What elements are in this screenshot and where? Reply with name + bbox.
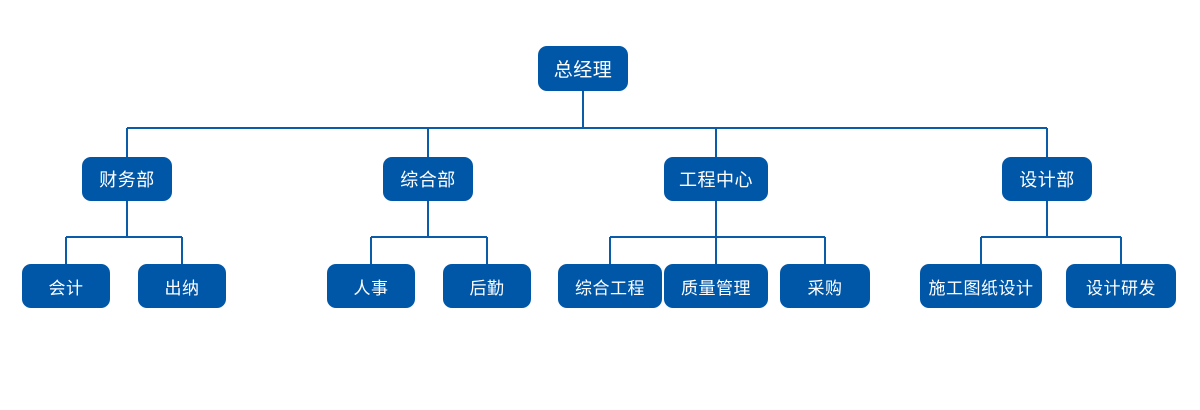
org-node-label: 设计研发 (1086, 278, 1156, 298)
org-node-procurement[interactable]: 采购 (780, 264, 870, 308)
org-node-root[interactable]: 总经理 (538, 46, 628, 91)
org-node-construction-drawing-design[interactable]: 施工图纸设计 (920, 264, 1042, 308)
org-node-hr[interactable]: 人事 (327, 264, 415, 308)
org-node-label: 设计部 (1019, 170, 1075, 190)
org-node-design-rd[interactable]: 设计研发 (1066, 264, 1176, 308)
org-node-label: 后勤 (469, 278, 505, 298)
org-node-cashier[interactable]: 出纳 (138, 264, 226, 308)
org-node-quality-management[interactable]: 质量管理 (664, 264, 768, 308)
org-node-general-engineering[interactable]: 综合工程 (558, 264, 662, 308)
org-node-label: 人事 (353, 278, 389, 298)
org-node-logistics[interactable]: 后勤 (443, 264, 531, 308)
org-node-label: 出纳 (164, 278, 200, 298)
org-node-label: 总经理 (553, 60, 613, 81)
org-node-label: 财务部 (99, 170, 155, 190)
org-node-finance[interactable]: 财务部 (82, 157, 172, 201)
org-node-label: 会计 (48, 278, 84, 298)
org-node-design[interactable]: 设计部 (1002, 157, 1092, 201)
org-node-accounting[interactable]: 会计 (22, 264, 110, 308)
org-node-label: 综合工程 (575, 278, 645, 298)
org-node-engineering-center[interactable]: 工程中心 (664, 157, 768, 201)
org-node-label: 工程中心 (679, 170, 753, 190)
org-node-label: 质量管理 (681, 278, 751, 298)
org-node-label: 施工图纸设计 (928, 278, 1034, 298)
org-node-general-affairs[interactable]: 综合部 (383, 157, 473, 201)
org-node-label: 采购 (807, 278, 843, 298)
org-node-label: 综合部 (400, 170, 456, 190)
